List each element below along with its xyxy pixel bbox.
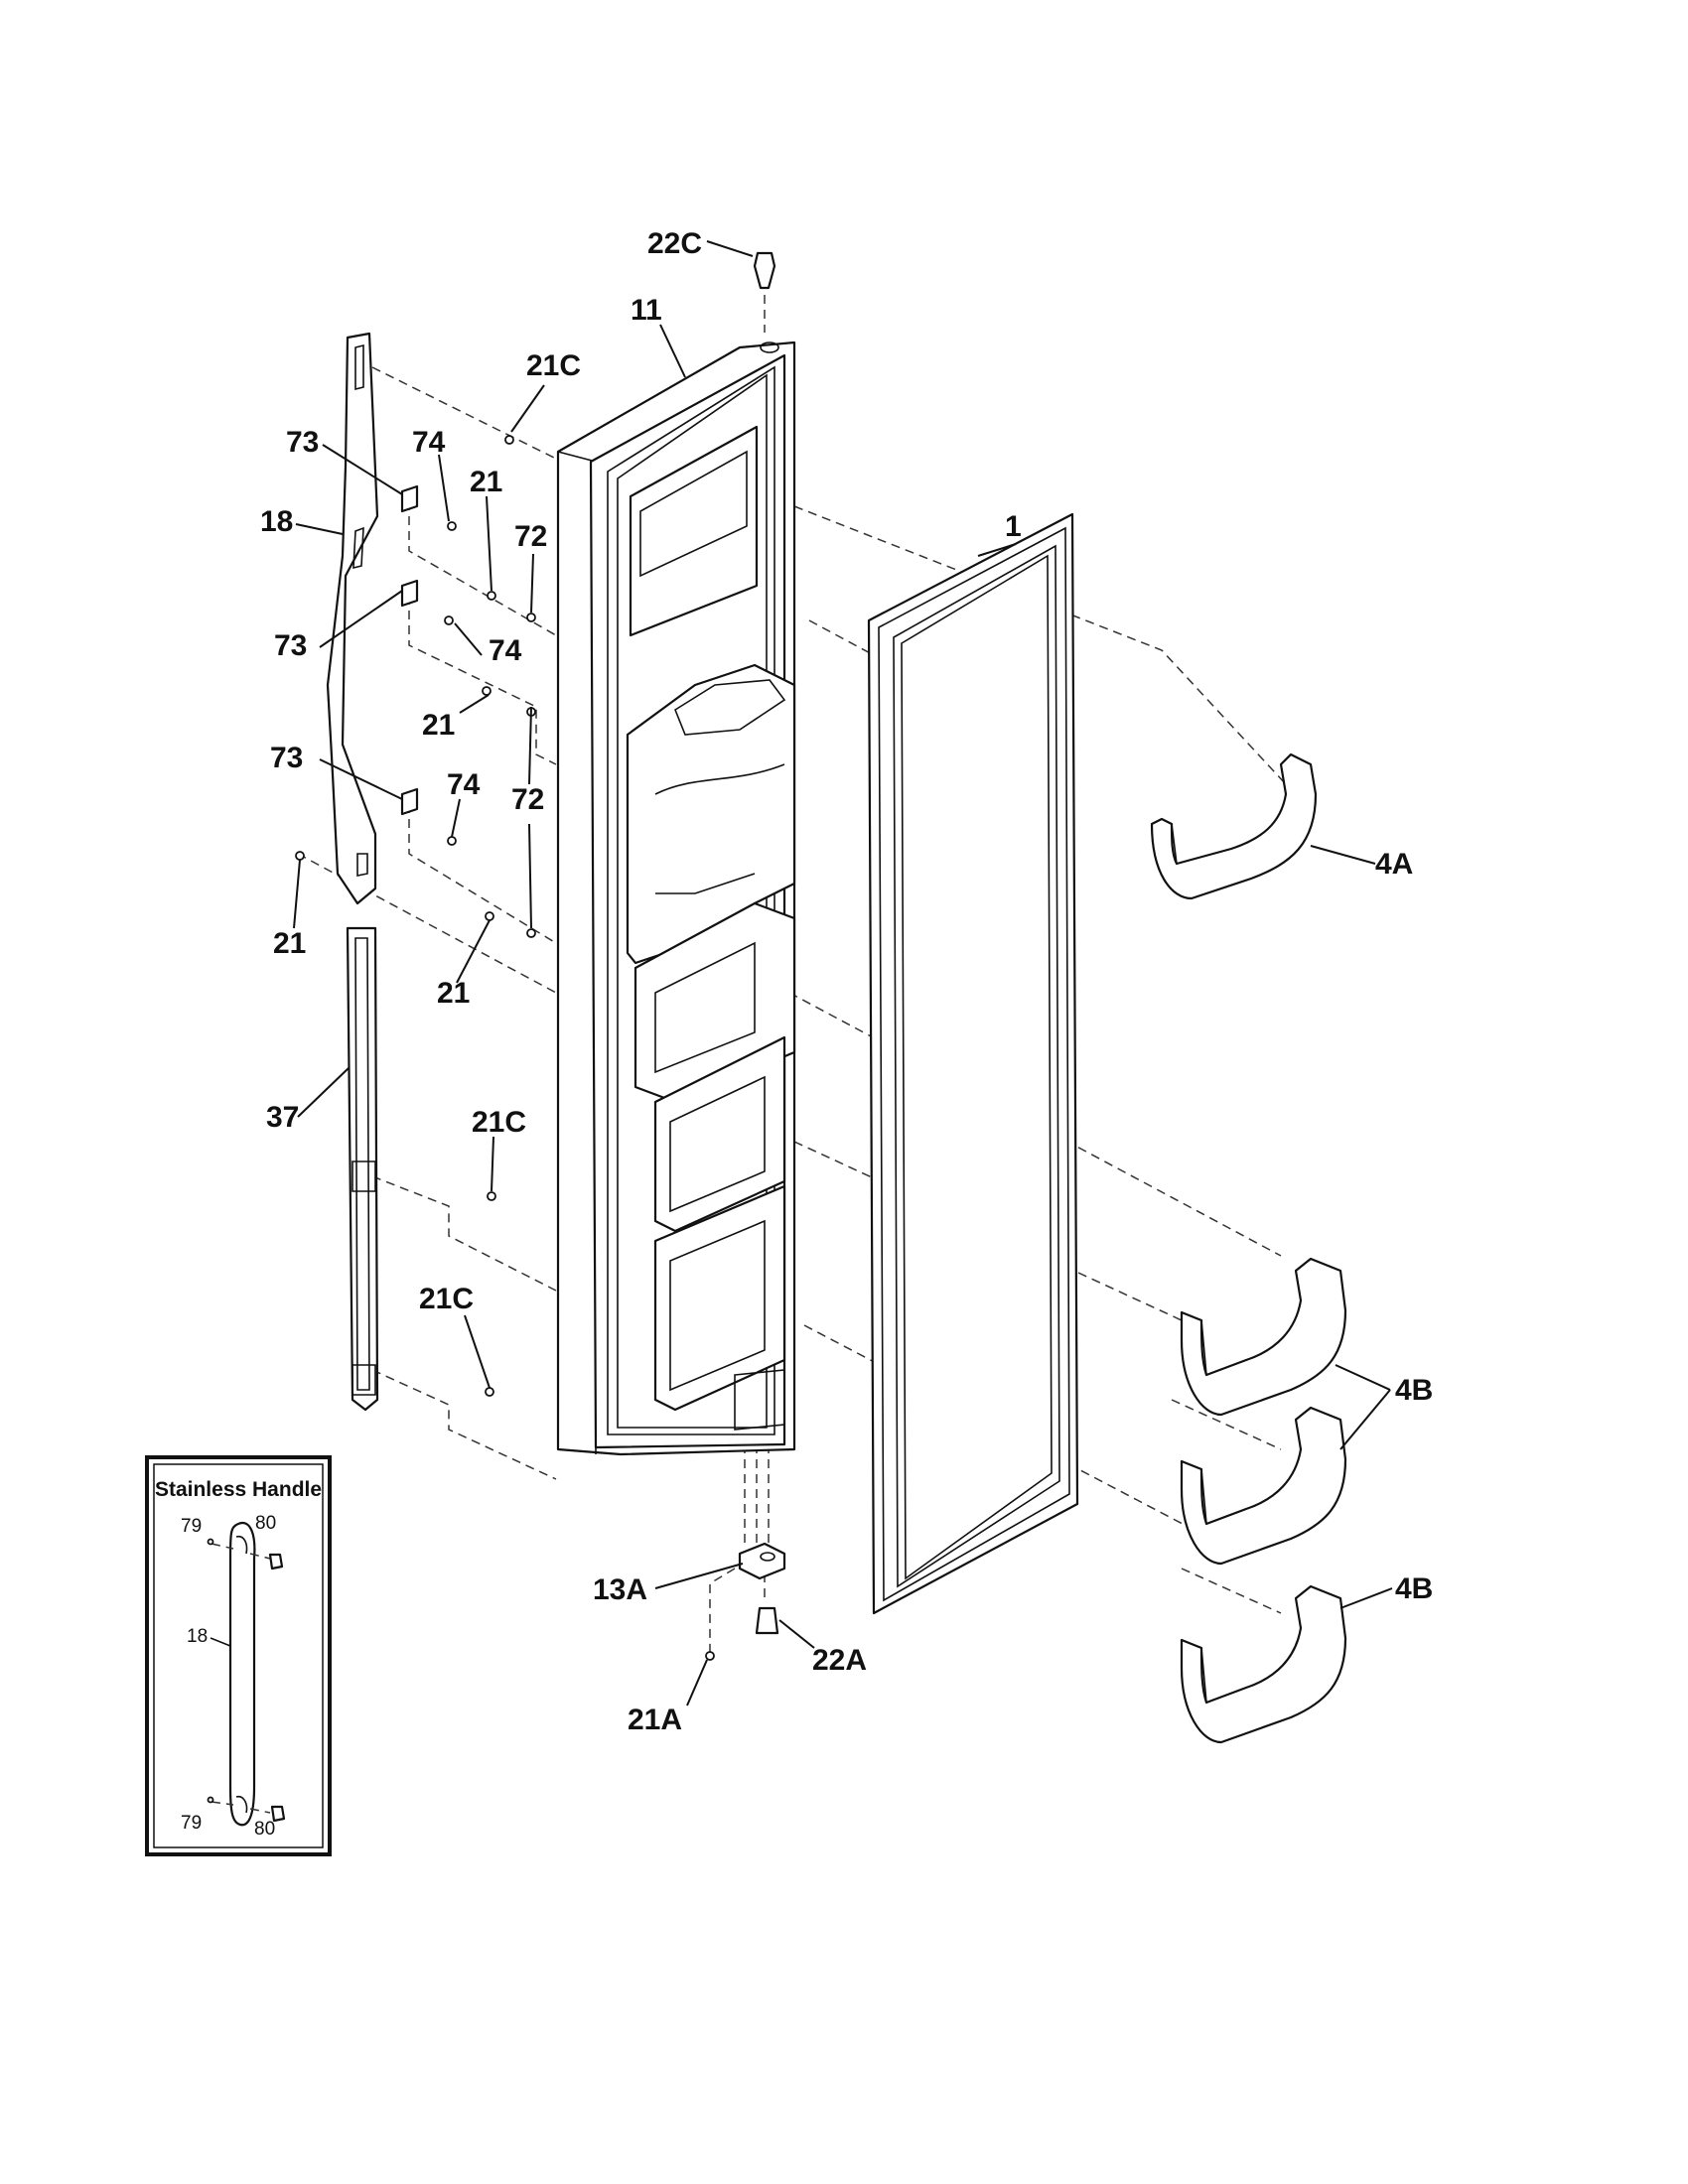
label-37: 37: [266, 1101, 299, 1134]
label-21-b: 21: [422, 709, 455, 742]
label-74-c: 74: [447, 768, 481, 801]
label-4a: 4A: [1375, 848, 1413, 881]
inset-label-79-bottom: 79: [181, 1813, 202, 1834]
inset-label-79-top: 79: [181, 1516, 202, 1537]
door-gasket: [867, 512, 1079, 1615]
hinge-hardware: [705, 251, 786, 1661]
label-72-b: 72: [511, 783, 544, 816]
inset-label-80-bottom: 80: [254, 1819, 275, 1840]
leader-lines: [293, 240, 1393, 1706]
mounting-hardware: [295, 435, 536, 1397]
label-4b-b: 4B: [1395, 1572, 1433, 1605]
label-21c-mid: 21C: [472, 1106, 526, 1139]
label-18: 18: [260, 505, 293, 538]
label-21c-top: 21C: [526, 349, 581, 382]
label-21-c: 21: [273, 927, 306, 960]
label-13a: 13A: [593, 1573, 647, 1606]
inset-label-18: 18: [187, 1626, 208, 1647]
inset-title: Stainless Handle: [155, 1478, 322, 1501]
label-21-d: 21: [437, 977, 470, 1010]
label-22a: 22A: [812, 1644, 867, 1677]
label-4b-a: 4B: [1395, 1374, 1433, 1407]
label-73-b: 73: [274, 629, 307, 662]
inset-label-80-top: 80: [255, 1513, 276, 1534]
part-labels: 22C 11 21C 73 74 21 72 18 73 74 21 73 74…: [260, 227, 1433, 1736]
label-11: 11: [631, 294, 662, 327]
label-72-a: 72: [514, 520, 547, 553]
label-74-a: 74: [412, 426, 446, 459]
label-73-c: 73: [270, 742, 303, 774]
label-74-b: 74: [489, 634, 522, 667]
door-handle: [326, 332, 379, 905]
stainless-handle-inset: Stainless Handle 79 80 18 79 80: [145, 1455, 332, 1856]
label-22c: 22C: [647, 227, 702, 260]
label-21a: 21A: [628, 1704, 682, 1736]
door-bins: [1150, 752, 1347, 1744]
label-73-a: 73: [286, 426, 319, 459]
label-21c-low: 21C: [419, 1283, 474, 1315]
door-assembly: [556, 341, 796, 1456]
handle-trim: [346, 926, 379, 1412]
label-21-a: 21: [470, 466, 502, 498]
label-1: 1: [1005, 510, 1022, 543]
